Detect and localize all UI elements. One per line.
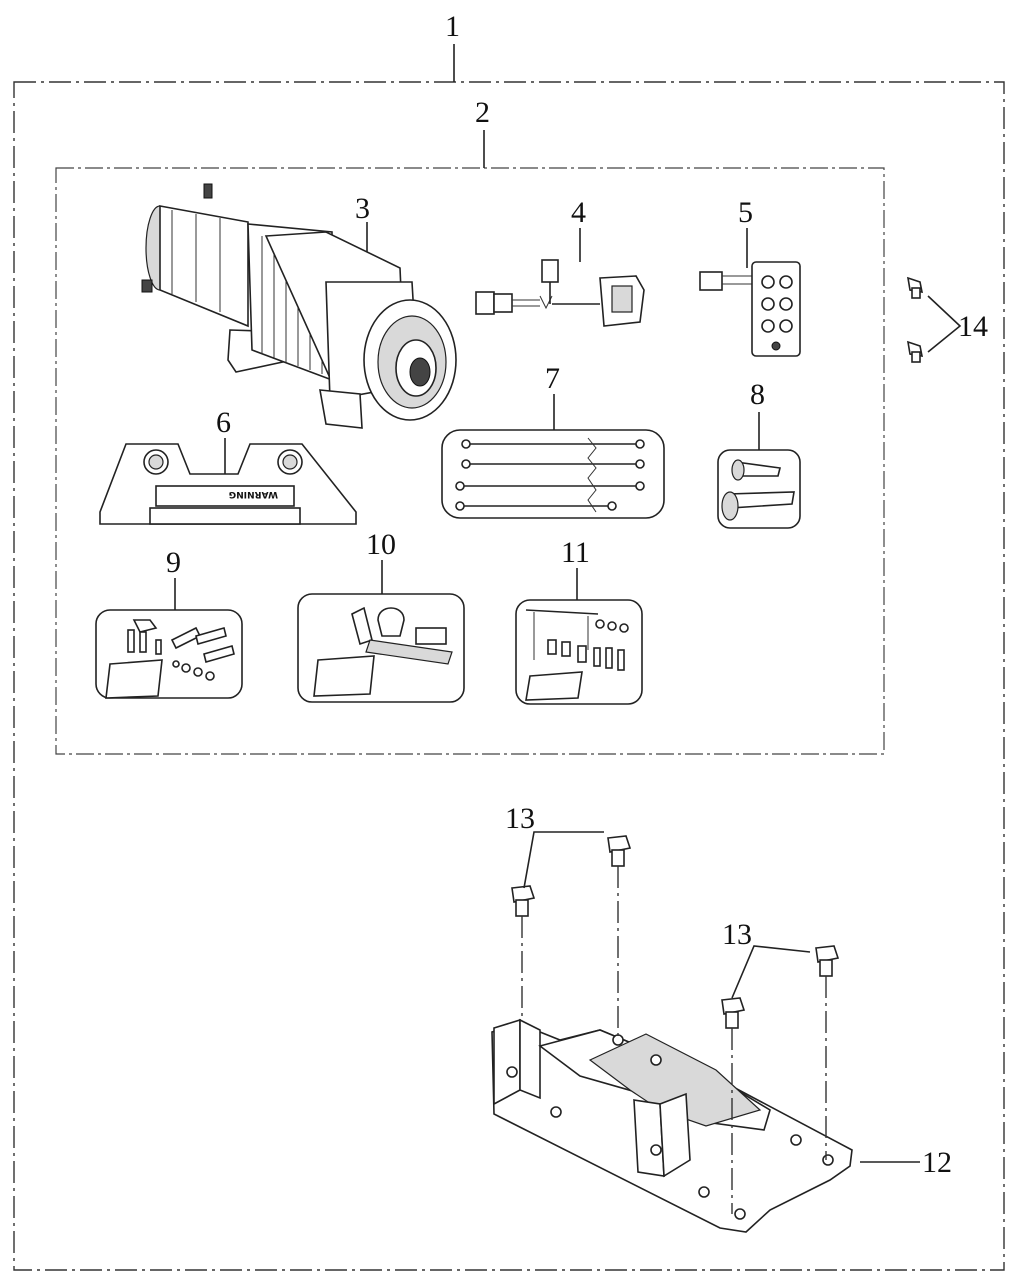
callout-4: 4 (571, 196, 586, 229)
callout-11: 11 (561, 536, 590, 569)
callout-13-upper: 13 (505, 802, 535, 835)
hook-kit-part-10 (297, 593, 465, 703)
callout-5: 5 (738, 196, 753, 229)
assembly-2-boundary (55, 167, 885, 755)
contactor-part-5 (699, 261, 801, 357)
callout-9: 9 (166, 546, 181, 579)
hardware-kit-part-9 (95, 609, 243, 699)
callout-3: 3 (355, 192, 370, 225)
svg-text:WARNING: WARNING (229, 489, 278, 499)
winch-part-3 (141, 183, 457, 429)
callout-10: 10 (366, 528, 396, 561)
switch-harness-part-4 (475, 259, 645, 327)
mounting-hardware-part-11 (515, 599, 643, 705)
callout-13-lower: 13 (722, 918, 752, 951)
mounting-plate-part-12 (491, 1018, 853, 1233)
callout-2: 2 (475, 96, 490, 129)
callout-12: 12 (922, 1146, 952, 1179)
bolts-part-14 (906, 276, 924, 363)
callout-7: 7 (545, 362, 560, 395)
callout-14: 14 (958, 310, 988, 343)
handles-part-8 (717, 449, 801, 529)
assembly-1-boundary (13, 81, 1005, 1271)
battery-cables-part-7 (441, 429, 665, 519)
bolts-part-13 (511, 835, 840, 1029)
fairlead-part-6: WARNING (99, 443, 357, 525)
callout-6: 6 (216, 406, 231, 439)
callout-1: 1 (445, 10, 460, 43)
callout-8: 8 (750, 378, 765, 411)
